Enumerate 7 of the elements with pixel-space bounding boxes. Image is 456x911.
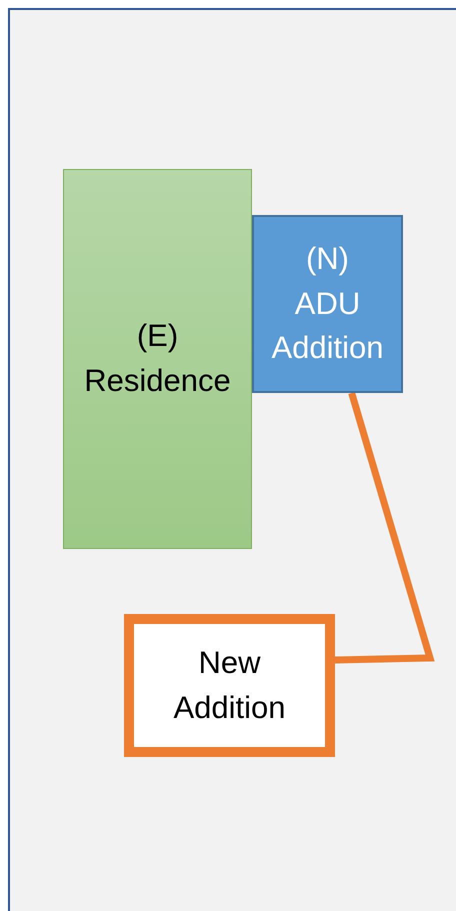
addition-block bbox=[252, 215, 403, 393]
leader-line bbox=[334, 392, 435, 664]
building-block bbox=[63, 169, 252, 549]
block-label: New Addition bbox=[172, 644, 287, 726]
block-label: (E) Residence bbox=[83, 317, 232, 400]
block-label: (N) ADU Addition bbox=[270, 240, 384, 368]
callout-box bbox=[124, 614, 335, 757]
